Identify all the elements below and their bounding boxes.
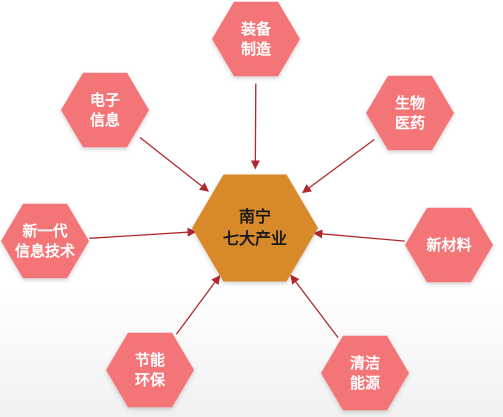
node-clean-energy-hexagon [321, 335, 409, 411]
node-electronics-hexagon [61, 72, 149, 148]
node-equipment-label-line-2: 制造 [241, 40, 271, 58]
center-hexagon [192, 174, 318, 282]
node-bio-hexagon [366, 75, 454, 151]
node-new-it-hexagon [1, 203, 89, 279]
arrow-clean-energy [290, 274, 339, 338]
node-bio-label-line-2: 医药 [395, 114, 425, 132]
arrow-new-it [89, 227, 197, 239]
arrow-equipment [250, 83, 260, 170]
node-energy-saving-label-line-2: 环保 [135, 371, 166, 389]
arrow-bio [301, 138, 375, 194]
node-equipment: 装备 制造 [212, 1, 300, 77]
node-new-it: 新一代 信息技术 [1, 203, 89, 279]
arrow-energy-saving [175, 275, 221, 335]
node-clean-energy-label-line-1: 清洁 [350, 354, 380, 372]
center-label-line-2: 七大产业 [223, 229, 287, 248]
node-clean-energy-label-line-2: 能源 [350, 374, 380, 392]
node-equipment-label-line-1: 装备 [240, 20, 272, 38]
arrow-materials [313, 229, 405, 242]
node-materials-hexagon [405, 207, 493, 283]
node-energy-saving: 节能 环保 [106, 332, 194, 408]
node-electronics-label-line-2: 信息 [90, 111, 120, 129]
arrows-layer [89, 83, 405, 338]
node-bio: 生物 医药 [366, 75, 454, 151]
arrow-electronics [139, 136, 210, 192]
node-bio-label-line-1: 生物 [395, 94, 425, 112]
node-energy-saving-hexagon [106, 332, 194, 408]
node-new-it-label-line-2: 信息技术 [15, 242, 75, 260]
node-electronics-label-line-1: 电子 [90, 91, 120, 109]
node-electronics: 电子 信息 [61, 72, 149, 148]
node-equipment-hexagon [212, 1, 300, 77]
node-materials: 新材料 [405, 207, 493, 283]
node-energy-saving-label-line-1: 节能 [135, 351, 165, 369]
node-materials-label-line-1: 新材料 [426, 236, 471, 254]
node-new-it-label-line-1: 新一代 [22, 222, 67, 240]
node-clean-energy: 清洁 能源 [321, 335, 409, 411]
center-node: 南宁 七大产业 [192, 174, 318, 282]
background-floor [0, 290, 503, 417]
center-label-line-1: 南宁 [239, 207, 271, 226]
